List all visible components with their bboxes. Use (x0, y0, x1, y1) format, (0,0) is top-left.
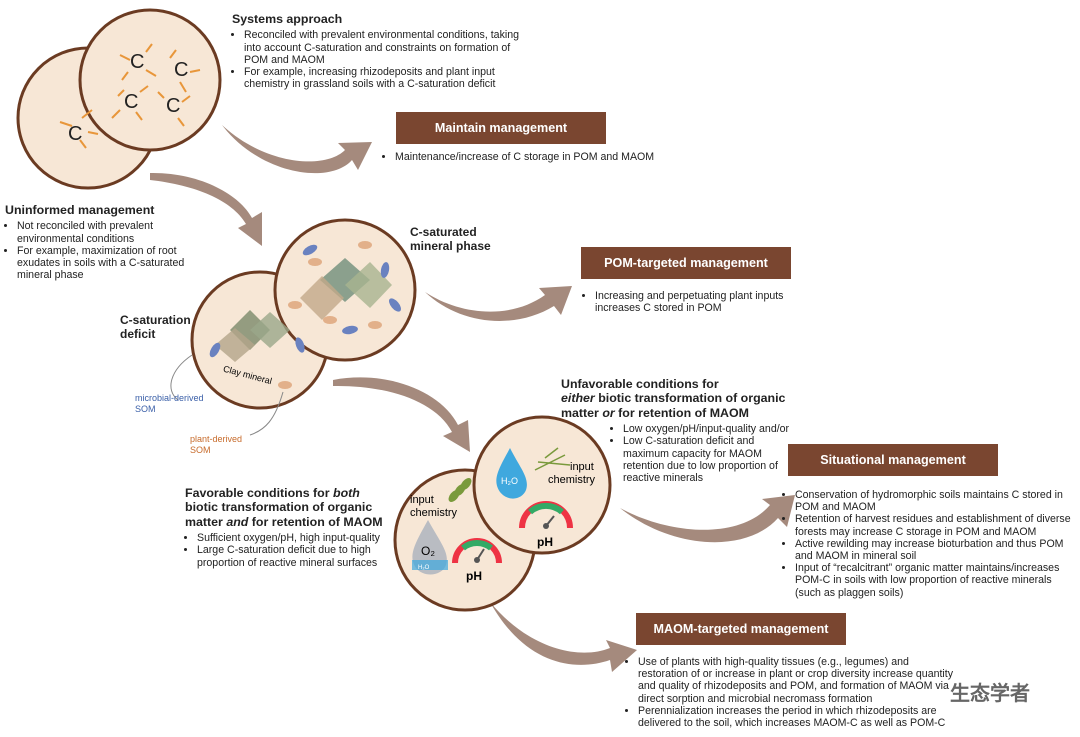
ph-gauge-icon (519, 501, 573, 529)
list-item: Low oxygen/pH/input-quality and/or (623, 423, 801, 435)
arrow-to-deficit (150, 172, 262, 246)
list-item: Use of plants with high-quality tissues … (638, 656, 956, 705)
list-item: For example, maximization of root exudat… (17, 245, 205, 282)
circle-multi-c (78, 8, 222, 152)
svg-text:chemistry: chemistry (548, 474, 596, 486)
favorable-conditions-title: Favorable conditions for both biotic tra… (185, 486, 383, 529)
svg-text:chemistry: chemistry (410, 507, 458, 519)
c-strokes (59, 43, 201, 149)
svg-text:input: input (570, 461, 594, 473)
list-item: Reconciled with prevalent environmental … (244, 29, 522, 66)
maintain-management-box: Maintain management (396, 112, 606, 144)
c-symbol: C (124, 91, 138, 113)
condition-circles: H₂O O₂ H₂O pH pH input chem (393, 415, 612, 612)
c-deficit-label: C-saturation deficit (120, 313, 191, 341)
c-symbol: C (174, 59, 188, 81)
circle-unfavorable (472, 415, 612, 555)
microbial-som-particles (209, 244, 401, 358)
watermark: 生态学者 (950, 677, 1030, 706)
twig-icon (534, 447, 571, 471)
arrow-to-unfavorable (333, 377, 470, 452)
water-drop-icon (496, 448, 527, 499)
maintain-management-block: Maintenance/increase of C storage in POM… (383, 151, 713, 163)
flow-arrows (150, 125, 795, 672)
favorable-conditions-block: Favorable conditions for both biotic tra… (185, 486, 390, 569)
pom-management-box: POM-targeted management (581, 247, 791, 279)
list-item: For example, increasing rhizodeposits an… (244, 66, 522, 90)
systems-approach-title: Systems approach (232, 12, 343, 26)
svg-text:H₂O: H₂O (501, 476, 518, 486)
unfavorable-conditions-block: Unfavorable conditions for either biotic… (561, 377, 801, 484)
mineral-circles: Clay mineral (170, 218, 417, 436)
list-item: Retention of harvest residues and establ… (795, 513, 1073, 537)
plant-som-label: plant-derived SOM (190, 434, 243, 455)
svg-text:O₂: O₂ (421, 544, 435, 558)
situational-management-box: Situational management (788, 444, 998, 476)
svg-text:pH: pH (466, 569, 482, 583)
list-item: Not reconciled with prevalent environmen… (17, 220, 205, 244)
microbial-som-label: microbial-derived SOM (135, 393, 204, 414)
list-item: Maintenance/increase of C storage in POM… (395, 151, 713, 163)
maom-management-block: Use of plants with high-quality tissues … (626, 656, 956, 729)
plant-som-leader (249, 391, 284, 436)
leaf-icon (448, 478, 472, 502)
list-item: Sufficient oxygen/pH, high input-quality (197, 532, 390, 544)
situational-management-block: Conservation of hydromorphic soils maint… (783, 489, 1073, 599)
arrow-to-maintain (222, 125, 372, 174)
list-item: Low C-saturation deficit and maximum cap… (623, 435, 801, 484)
list-item: Increasing and perpetuating plant inputs… (595, 290, 803, 314)
plant-som-particles (278, 241, 382, 389)
list-item: Conservation of hydromorphic soils maint… (795, 489, 1073, 513)
pom-management-block: Increasing and perpetuating plant inputs… (583, 290, 803, 314)
uninformed-management-block: Uninformed management Not reconciled wit… (5, 203, 205, 281)
list-item: Large C-saturation deficit due to high p… (197, 544, 390, 568)
uninformed-management-title: Uninformed management (5, 203, 155, 217)
svg-text:H₂O: H₂O (418, 565, 430, 571)
c-symbol: C (68, 123, 82, 145)
list-item: Perennialization increases the period in… (638, 705, 956, 729)
list-item: Input of “recalcitrant” organic matter m… (795, 562, 1073, 599)
maom-management-box: MAOM-targeted management (636, 613, 846, 645)
clay-mineral-crystals (215, 258, 392, 362)
arrow-to-situational (620, 495, 795, 543)
systems-circles: C C C C C (16, 8, 222, 190)
arrow-to-maom (490, 602, 637, 672)
c-saturated-label: C-saturated mineral phase (410, 225, 491, 253)
watermark-text: 生态学者 (950, 683, 1030, 705)
c-symbol: C (166, 95, 180, 117)
svg-text:pH: pH (537, 535, 553, 549)
svg-text:input: input (410, 494, 434, 506)
systems-approach-block: Systems approach Reconciled with prevale… (232, 12, 522, 90)
list-item: Active rewilding may increase bioturbati… (795, 538, 1073, 562)
arrow-to-pom (425, 286, 572, 321)
unfavorable-conditions-title: Unfavorable conditions for either biotic… (561, 377, 786, 420)
microbial-som-leader (170, 354, 193, 401)
ph-gauge-icon (452, 538, 502, 564)
c-symbol: C (130, 51, 144, 73)
